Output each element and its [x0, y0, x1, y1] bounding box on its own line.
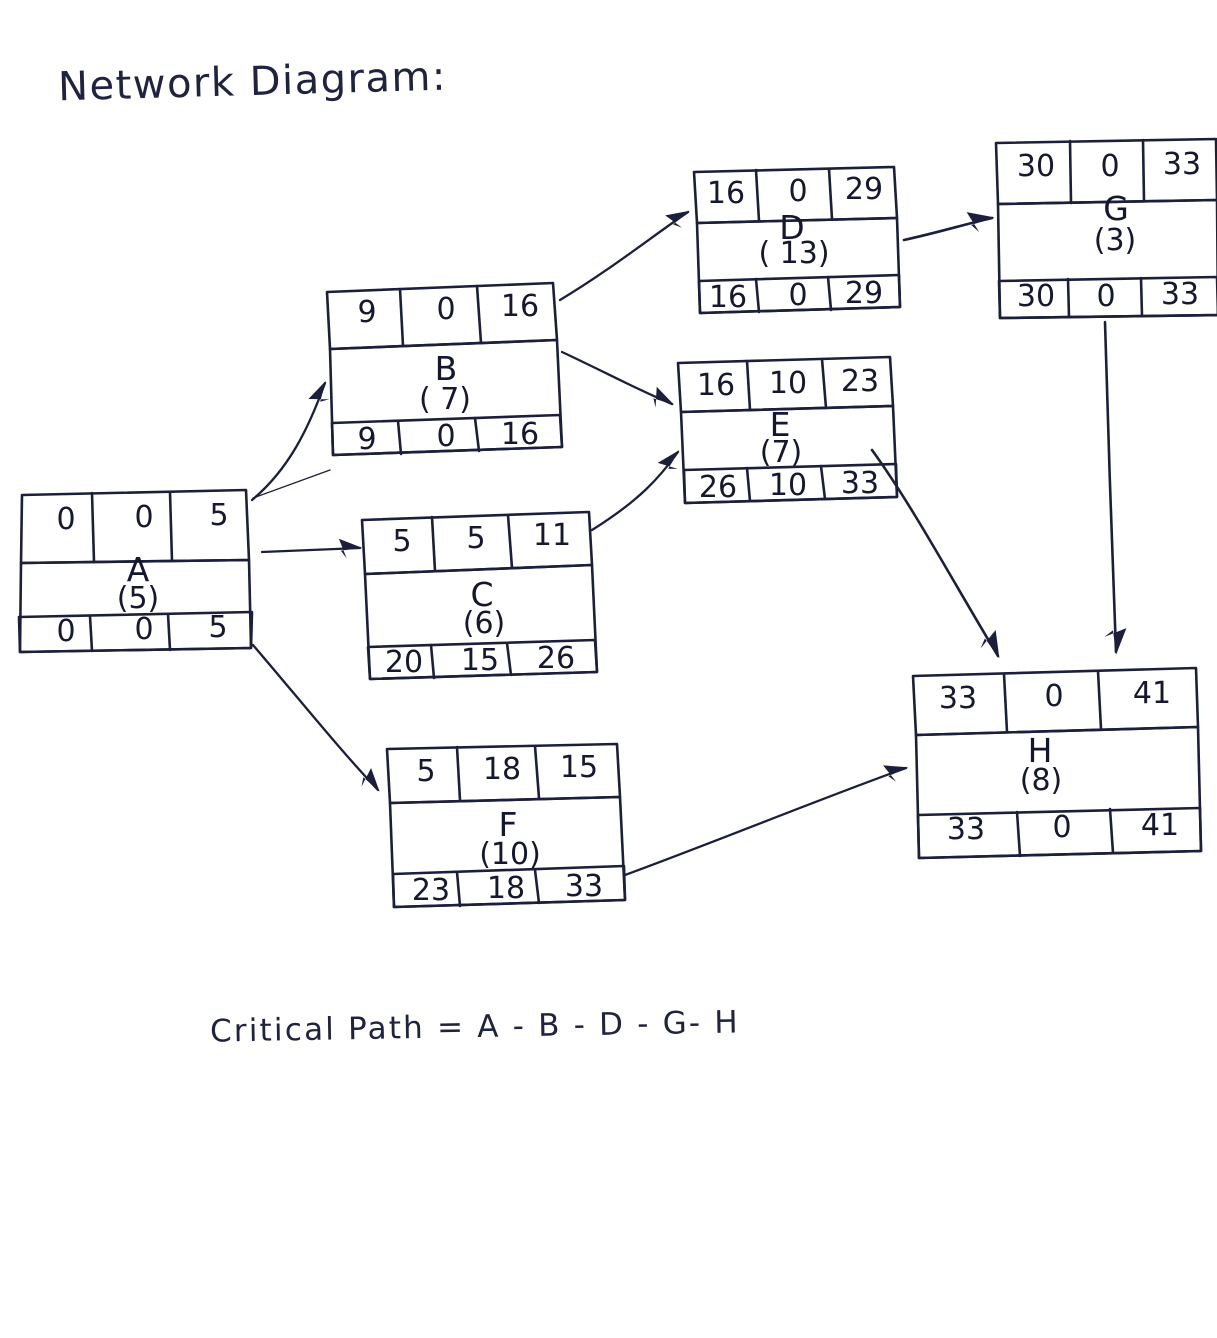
node-E-label: E [769, 405, 791, 444]
edge-E-H [870, 448, 1000, 659]
node-C-es: 5 [392, 524, 412, 559]
edge-A-B-lead [252, 469, 331, 499]
node-C-lf: 26 [536, 641, 576, 676]
node-E-slack-top: 10 [768, 366, 808, 401]
node-F-lf: 33 [564, 869, 604, 904]
node-D-slack-bottom: 0 [788, 278, 808, 313]
edge-F-H [623, 765, 909, 877]
node-A-slack-bottom: 0 [134, 612, 154, 647]
node-C-slack-bottom: 15 [460, 643, 500, 678]
node-G-slack-bottom: 0 [1096, 279, 1116, 314]
node-H-lf: 41 [1140, 808, 1180, 843]
node-H-ef: 41 [1132, 676, 1172, 711]
node-D-ef: 29 [844, 172, 884, 207]
edge-B-E [560, 350, 675, 408]
node-B-slack-top: 0 [436, 292, 456, 327]
node-D-duration: ( 13) [758, 236, 830, 271]
node-A-ls: 0 [56, 614, 76, 649]
node-F-ls: 23 [411, 873, 451, 908]
node-F-es: 5 [416, 754, 436, 789]
node-F-slack-top: 18 [482, 752, 522, 787]
node-E-lf: 33 [840, 466, 880, 501]
node-H-slack-bottom: 0 [1052, 810, 1072, 845]
node-C-slack-top: 5 [466, 521, 486, 556]
node-C-label: C [470, 575, 494, 614]
node-B-duration: ( 7) [418, 382, 472, 417]
node-D-slack-top: 0 [788, 174, 808, 209]
node-G-duration: (3) [1093, 223, 1137, 258]
node-H-label: H [1027, 731, 1053, 770]
node-D-es: 16 [706, 176, 746, 211]
node-G-slack-top: 0 [1100, 149, 1120, 184]
node-E-ls: 26 [698, 470, 738, 505]
node-A-lf: 5 [208, 610, 228, 645]
node-A-duration: (5) [116, 581, 160, 616]
node-B-lf: 16 [500, 417, 540, 452]
node-C-duration: (6) [462, 606, 506, 641]
edge-C-E [590, 450, 680, 532]
node-G-lf: 33 [1160, 277, 1200, 312]
node-E-slack-bottom: 10 [768, 468, 808, 503]
node-A-label: A [126, 550, 150, 589]
node-D-ls: 16 [708, 280, 748, 315]
node-C-ef: 11 [532, 518, 572, 553]
node-G-es: 30 [1016, 149, 1056, 184]
node-G-label: G [1103, 189, 1129, 228]
node-F-ef: 15 [559, 750, 599, 785]
critical-path-annotation: Critical Path = A - B - D - G- H [209, 1004, 741, 1050]
node-G-ef: 33 [1162, 147, 1202, 182]
node-G-ls: 30 [1016, 279, 1056, 314]
node-B-slack-bottom: 0 [436, 419, 456, 454]
node-B-ef: 16 [500, 289, 540, 324]
node-H-es: 33 [938, 681, 978, 716]
node-F-label: F [498, 805, 518, 844]
node-A-ef: 5 [209, 498, 229, 533]
page-title: Network Diagram: [57, 53, 448, 111]
node-H-slack-top: 0 [1044, 679, 1064, 714]
node-B-ls: 9 [357, 422, 377, 457]
node-C-ls: 20 [384, 645, 424, 680]
node-B-label: B [434, 349, 458, 388]
node-A-es: 0 [56, 502, 76, 537]
node-E-ef: 23 [840, 364, 880, 399]
edge-A-F [251, 643, 380, 792]
edge-G-H [1103, 320, 1127, 655]
node-H-duration: (8) [1019, 763, 1063, 798]
node-D-label: D [779, 208, 805, 247]
node-H-ls: 33 [946, 812, 986, 847]
node-B-es: 9 [357, 295, 377, 330]
node-F-duration: (10) [479, 837, 541, 872]
edge-B-D [558, 210, 690, 302]
edge-A-C [260, 538, 363, 559]
edge-D-G [902, 212, 995, 242]
node-D-lf: 29 [844, 276, 884, 311]
node-E-es: 16 [696, 368, 736, 403]
node-E-duration: (7) [759, 435, 803, 470]
edge-A-B [250, 380, 330, 502]
node-A-slack-top: 0 [134, 500, 154, 535]
node-F-slack-bottom: 18 [486, 871, 526, 906]
